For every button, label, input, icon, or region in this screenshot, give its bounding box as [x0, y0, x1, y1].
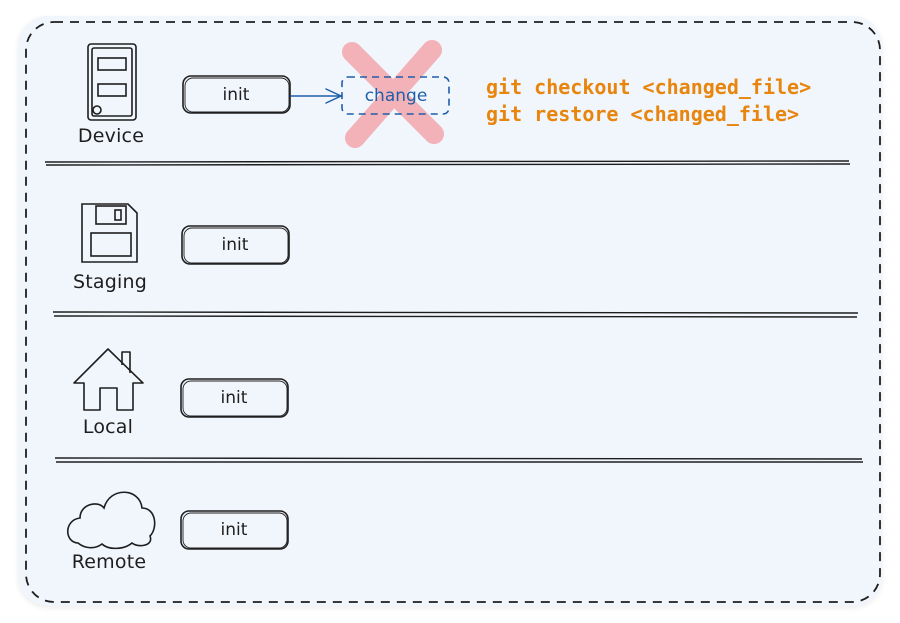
command-line-1: git checkout <changed_file> [486, 75, 812, 99]
lane-label-local: Local [82, 416, 134, 438]
floppy-disk-icon [81, 203, 138, 263]
lane-divider-2 [52, 311, 859, 318]
house-icon [73, 348, 144, 411]
command-line-2: git restore <changed_file> [486, 102, 800, 126]
init-label-local: init [220, 388, 248, 408]
dashed-frame [25, 21, 881, 603]
init-label-remote: init [220, 520, 248, 540]
init-box-local [180, 378, 289, 418]
lane-divider-1 [44, 160, 851, 166]
init-label-staging: init [221, 235, 249, 255]
lane-label-remote: Remote [71, 551, 147, 573]
diagram-panel [18, 16, 882, 606]
cloud-icon [66, 491, 156, 550]
cancel-cross-icon [342, 40, 444, 148]
change-box [341, 76, 450, 115]
init-label-device: init [222, 85, 250, 105]
lane-label-device: Device [77, 125, 145, 147]
arrow-init-to-change [290, 88, 343, 104]
lane-label-staging: Staging [73, 271, 147, 293]
phone-icon [87, 43, 137, 121]
init-box-staging [181, 225, 290, 265]
lane-divider-3 [54, 457, 863, 463]
init-box-remote [180, 510, 289, 550]
change-label: change [364, 86, 428, 106]
init-box-device [182, 75, 291, 114]
